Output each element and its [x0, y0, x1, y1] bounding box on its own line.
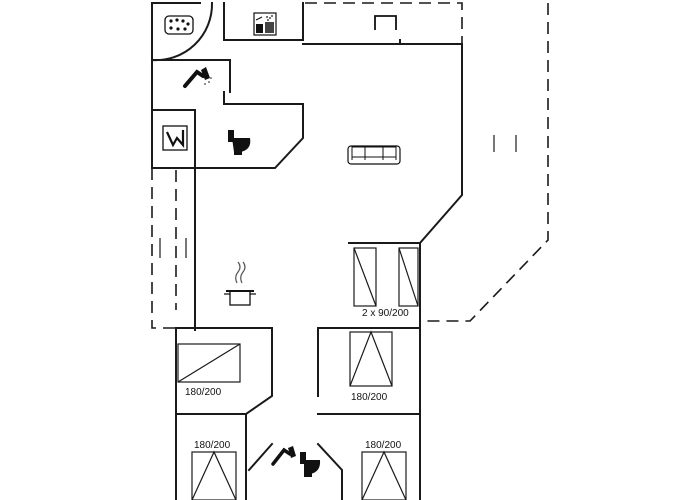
hot-tub-icon	[164, 15, 194, 35]
cooking-pot-icon	[224, 261, 256, 306]
chimney-icon	[374, 15, 397, 30]
bed-twin-2	[398, 247, 419, 307]
shower-icon-bottom	[271, 446, 296, 466]
label-beds-twin: 2 x 90/200	[362, 308, 409, 319]
interior-walls	[150, 1, 463, 500]
shower-icon	[183, 67, 212, 88]
label-bed-bottom-right: 180/200	[365, 440, 402, 451]
label-bed-left: 180/200	[185, 387, 222, 398]
label-bed-bottom-left: 180/200	[194, 440, 231, 451]
twin-beds	[353, 247, 419, 307]
bed-left	[177, 343, 241, 383]
washing-machine-icon	[162, 125, 188, 151]
bed-bottom-left	[191, 450, 237, 500]
toilet-icon	[228, 130, 251, 155]
sofa-icon	[347, 145, 401, 165]
sauna-icon	[253, 12, 277, 36]
bed-middle	[349, 330, 393, 387]
bed-bottom-right	[361, 450, 407, 500]
label-bed-middle: 180/200	[351, 392, 388, 403]
bed-twin-1	[353, 247, 377, 307]
toilet-icon-bottom	[300, 452, 321, 477]
terrace-outline	[151, 2, 549, 329]
